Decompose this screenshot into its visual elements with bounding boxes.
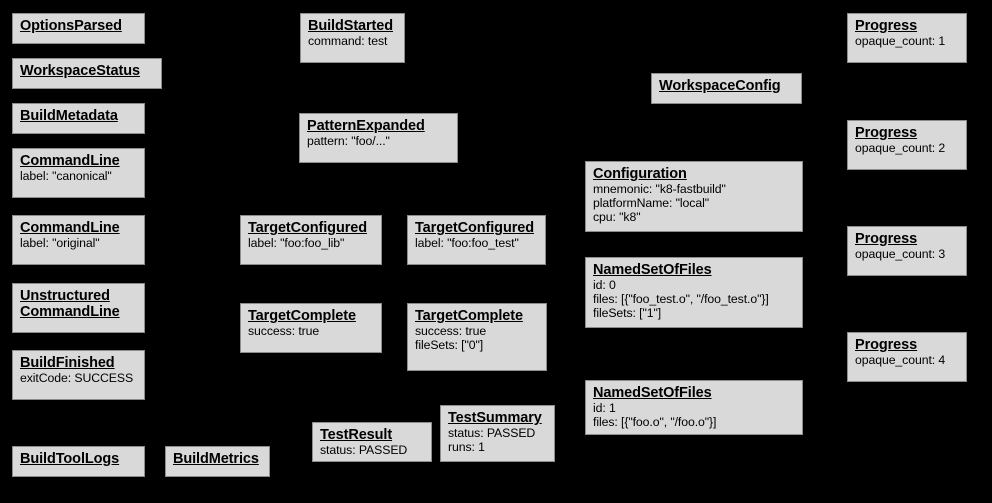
node-field-line: fileSets: ["1"] bbox=[593, 305, 662, 320]
node-title: Unstructured CommandLine bbox=[20, 288, 120, 321]
node-fields: label: "canonical" bbox=[20, 169, 138, 184]
node-fields: opaque_count: 1 bbox=[855, 34, 960, 49]
node-fields: mnemonic: "k8-fastbuild"platformName: "l… bbox=[593, 182, 796, 224]
node-field-line: opaque_count: 4 bbox=[855, 353, 946, 368]
node-fields: exitCode: SUCCESS bbox=[20, 371, 138, 386]
node-field-line: opaque_count: 2 bbox=[855, 141, 946, 156]
node-title: OptionsParsed bbox=[20, 18, 122, 34]
node-field-line: files: [{"foo.o", "/foo.o"}] bbox=[593, 415, 717, 429]
node-field-line: status: PASSED bbox=[320, 443, 408, 458]
node-title: BuildFinished bbox=[20, 355, 115, 371]
node-field-line: platformName: "local" bbox=[593, 196, 709, 210]
node-field-line: runs: 1 bbox=[448, 440, 485, 454]
node-title: TargetConfigured bbox=[248, 220, 367, 236]
node-title: TargetConfigured bbox=[415, 220, 534, 236]
node-fields: label: "foo:foo_lib" bbox=[248, 236, 375, 251]
node-field-line: id: 0 bbox=[593, 278, 616, 293]
node-title: BuildToolLogs bbox=[20, 451, 120, 467]
event-node-build-tool-logs[interactable]: BuildToolLogs bbox=[12, 446, 145, 477]
node-title: BuildMetrics bbox=[173, 451, 259, 467]
event-node-workspace-status[interactable]: WorkspaceStatus bbox=[12, 58, 162, 89]
node-title: NamedSetOfFiles bbox=[593, 262, 712, 278]
node-fields: status: PASSED bbox=[320, 443, 425, 458]
node-fields: label: "foo:foo_test" bbox=[415, 236, 539, 251]
node-title: Configuration bbox=[593, 166, 687, 182]
event-node-build-metrics[interactable]: BuildMetrics bbox=[165, 446, 270, 477]
node-field-line: opaque_count: 1 bbox=[855, 34, 946, 49]
node-fields: label: "original" bbox=[20, 236, 138, 251]
node-fields: opaque_count: 4 bbox=[855, 353, 960, 368]
node-field-line: success: true bbox=[248, 324, 320, 339]
node-title: CommandLine bbox=[20, 153, 120, 169]
node-title: WorkspaceConfig bbox=[659, 78, 781, 94]
node-field-line: label: "foo:foo_test" bbox=[415, 236, 519, 251]
node-field-line: pattern: "foo/..." bbox=[307, 134, 390, 149]
event-node-unstructured-command-line[interactable]: Unstructured CommandLine bbox=[12, 283, 145, 333]
node-title: PatternExpanded bbox=[307, 118, 425, 134]
node-title: BuildMetadata bbox=[20, 108, 118, 124]
node-field-line: mnemonic: "k8-fastbuild" bbox=[593, 182, 726, 197]
node-title: Progress bbox=[855, 231, 918, 247]
node-title: TestResult bbox=[320, 427, 393, 443]
node-fields: command: test bbox=[308, 34, 398, 49]
node-title: Progress bbox=[855, 337, 918, 353]
node-title: Progress bbox=[855, 18, 918, 34]
node-field-line: label: "foo:foo_lib" bbox=[248, 236, 345, 251]
node-title: TargetComplete bbox=[415, 308, 523, 324]
event-node-options-parsed[interactable]: OptionsParsed bbox=[12, 13, 145, 44]
node-field-line: command: test bbox=[308, 34, 388, 49]
node-fields: opaque_count: 3 bbox=[855, 247, 960, 262]
node-field-line: files: [{"foo_test.o", "/foo_test.o"}] bbox=[593, 292, 769, 306]
node-field-line: fileSets: ["0"] bbox=[415, 338, 484, 352]
node-title: BuildStarted bbox=[308, 18, 394, 34]
node-field-line: exitCode: SUCCESS bbox=[20, 371, 134, 386]
node-field-line: success: true bbox=[415, 324, 487, 339]
node-title: TargetComplete bbox=[248, 308, 356, 324]
node-field-line: id: 1 bbox=[593, 401, 616, 416]
node-fields: pattern: "foo/..." bbox=[307, 134, 451, 149]
event-node-build-metadata[interactable]: BuildMetadata bbox=[12, 103, 145, 134]
node-field-line: label: "original" bbox=[20, 236, 100, 251]
node-field-line: status: PASSED bbox=[448, 426, 536, 441]
node-field-line: label: "canonical" bbox=[20, 169, 112, 184]
node-title: TestSummary bbox=[448, 410, 542, 426]
node-title: WorkspaceStatus bbox=[20, 63, 140, 79]
node-field-line: cpu: "k8" bbox=[593, 209, 641, 224]
node-fields: opaque_count: 2 bbox=[855, 141, 960, 156]
node-title: NamedSetOfFiles bbox=[593, 385, 712, 401]
node-title: Progress bbox=[855, 125, 918, 141]
node-fields: success: true bbox=[248, 324, 375, 339]
node-field-line: opaque_count: 3 bbox=[855, 247, 946, 262]
event-node-workspace-config[interactable]: WorkspaceConfig bbox=[651, 73, 802, 104]
node-title: CommandLine bbox=[20, 220, 120, 236]
